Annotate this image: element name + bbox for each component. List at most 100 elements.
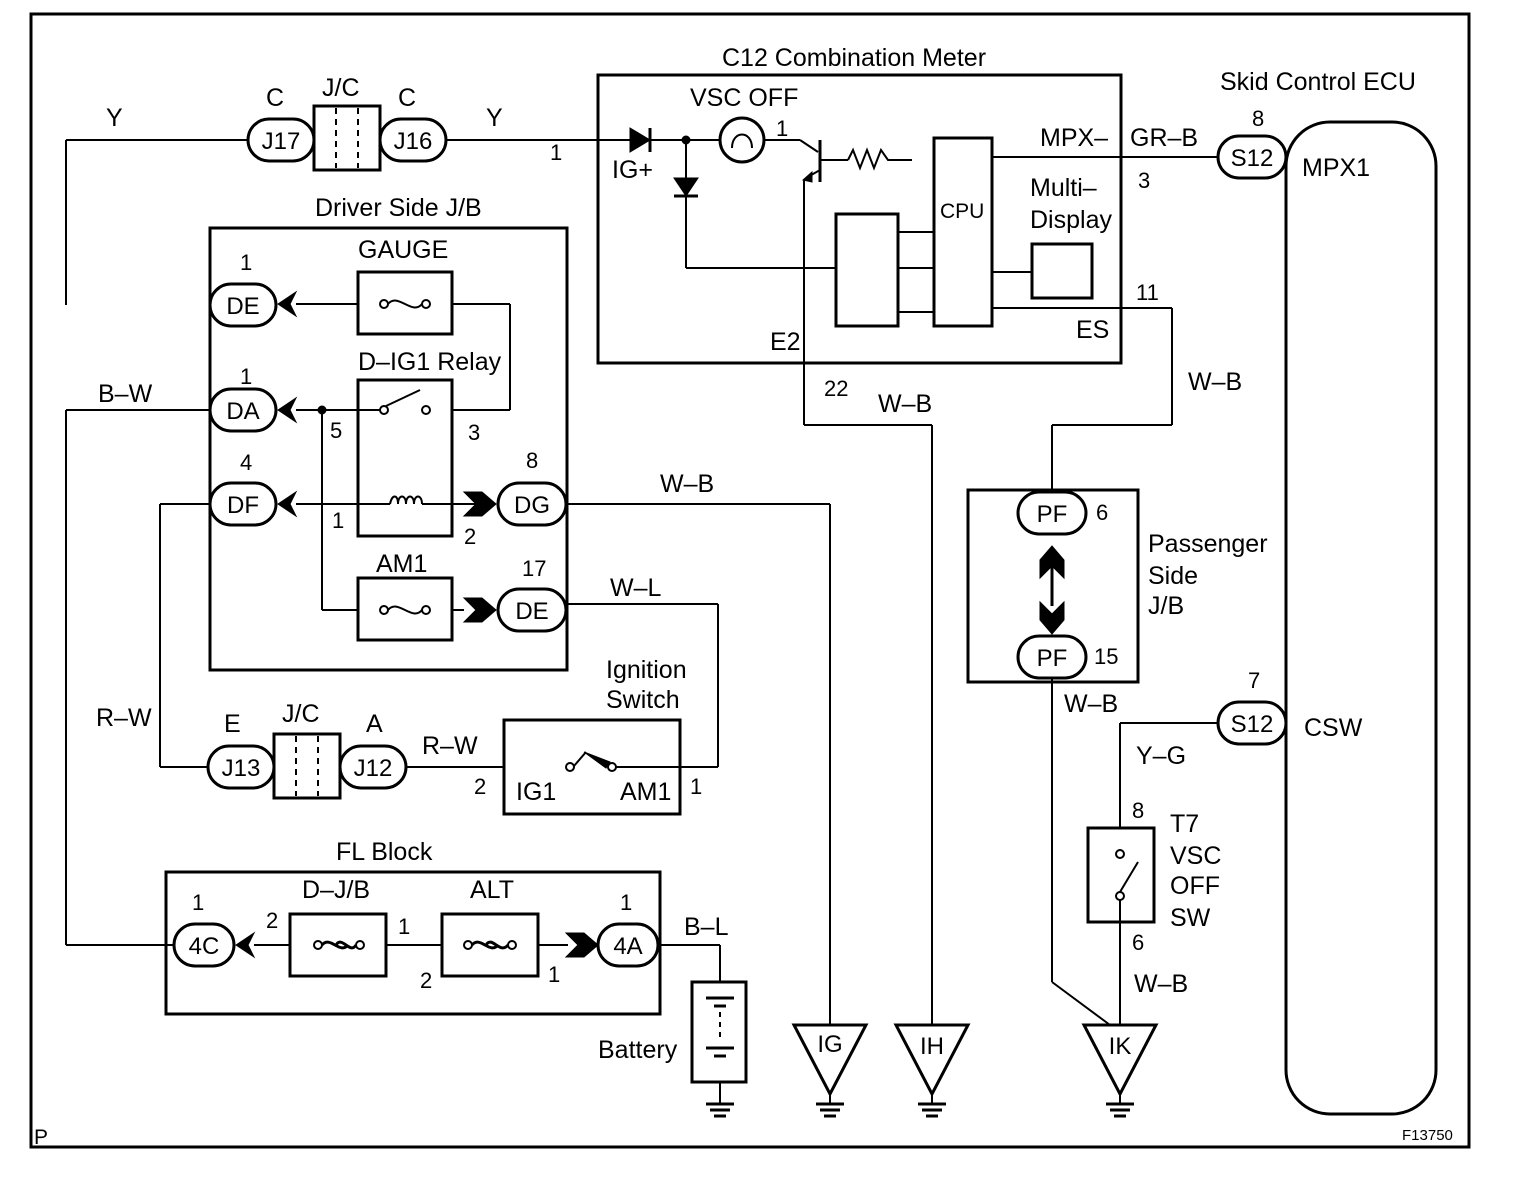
connector-da-label: DA [226, 398, 259, 425]
e2-label: E2 [770, 328, 801, 356]
j13-letter: E [224, 710, 241, 738]
connector-pf-top-label: PF [1037, 501, 1068, 528]
connector-de-gauge [208, 282, 278, 328]
4c-pin: 1 [192, 890, 204, 915]
wire-color-w-b-pf: W–B [1064, 690, 1118, 718]
vsc-off-label: VSC OFF [690, 84, 798, 112]
mpx1-label: MPX1 [1302, 154, 1370, 182]
alt-label: ALT [470, 876, 514, 904]
connector-s12-top-label: S12 [1231, 145, 1274, 172]
wire-color-b-w: B–W [98, 380, 153, 408]
connector-s12-top [1216, 134, 1288, 180]
t7-label-1: T7 [1170, 810, 1199, 838]
wire-color-r-w-mid: R–W [422, 732, 478, 760]
ig-plus-label: IG+ [612, 156, 653, 184]
e2-pin: 22 [824, 376, 848, 401]
am1-out-pin: 1 [690, 774, 702, 799]
connector-j13-label: J13 [222, 755, 261, 782]
t7-label-3: OFF [1170, 872, 1220, 900]
connector-4a-label: 4A [613, 933, 642, 960]
connector-4c-label: 4C [189, 933, 220, 960]
alt-pin-1: 1 [548, 962, 560, 987]
ignition-switch-label-2: Switch [606, 686, 680, 714]
cpu-label: CPU [940, 200, 984, 223]
wire-color-w-l: W–L [610, 574, 662, 602]
passenger-jb-label-2: Side [1148, 562, 1198, 590]
relay-pin-3: 3 [468, 420, 480, 445]
4a-pin: 1 [620, 890, 632, 915]
skid-ecu-label: Skid Control ECU [1220, 68, 1416, 96]
connector-pf-bottom-label: PF [1037, 645, 1068, 672]
battery: Battery [598, 980, 748, 1118]
wire-color-r-w-left: R–W [96, 704, 152, 732]
de-am1-pin: 17 [522, 556, 546, 581]
wire-color-b-l: B–L [684, 913, 729, 941]
relay-pin-1: 1 [332, 508, 344, 533]
relay-pin-5: 5 [330, 418, 342, 443]
jc-bottom-label: J/C [282, 700, 320, 728]
wire-color-y-g: Y–G [1136, 742, 1186, 770]
connector-s12-bottom-label: S12 [1231, 711, 1274, 738]
multi-display-label-1: Multi– [1030, 174, 1097, 202]
j16-letter: C [398, 84, 416, 112]
wire-color-gr-b: GR–B [1130, 124, 1198, 152]
pf-bottom-pin: 15 [1094, 644, 1118, 669]
gauge-label: GAUGE [358, 236, 448, 264]
alt-pin-2: 2 [420, 968, 432, 993]
am1-switch-label: AM1 [620, 778, 671, 806]
ground-ik: IK [1081, 1023, 1159, 1118]
ignition-switch-label-1: Ignition [606, 656, 687, 684]
pf-top-pin: 6 [1096, 500, 1108, 525]
jc-top-label: J/C [322, 74, 360, 102]
dig1-relay-label: D–IG1 Relay [358, 348, 502, 376]
ground-ih: 22 W–B IH [804, 376, 971, 1118]
csw-label: CSW [1304, 714, 1363, 742]
wire-color-w-b-sw: W–B [1134, 970, 1188, 998]
s12-bottom-pin: 7 [1248, 668, 1260, 693]
ig1-label: IG1 [516, 778, 556, 806]
top-junction: Y C J17 J/C C J16 Y 1 [65, 74, 630, 305]
connector-pf-top [1016, 490, 1088, 536]
switch-pin-8: 8 [1132, 798, 1144, 823]
connector-df-label: DF [227, 492, 259, 519]
driver-side-jb: Driver Side J/B GAUGE 1 DE D–IG1 Relay 5… [208, 194, 569, 672]
connector-j16-label: J16 [394, 128, 433, 155]
j12-letter: A [366, 710, 383, 738]
ground-ig-label: IG [817, 1031, 842, 1058]
am1-fuse-label: AM1 [376, 550, 427, 578]
djb-label: D–J/B [302, 876, 370, 904]
es-label: ES [1076, 316, 1109, 344]
vsc-off-switch: Y–G 8 T7 VSC OFF SW 6 W–B [1086, 722, 1221, 1025]
connector-j12-label: J12 [354, 755, 393, 782]
connector-de-am1-label: DE [515, 598, 548, 625]
combination-meter-label: C12 Combination Meter [722, 44, 986, 72]
fl-block: FL Block 1 4C 2 D–J/B 1 2 ALT 1 1 4A B–L [66, 838, 729, 1016]
wire-color-w-b-dg: W–B [660, 470, 714, 498]
mpx-minus-label: MPX– [1040, 124, 1108, 152]
connector-de-gauge-label: DE [226, 293, 259, 320]
t7-label-2: VSC [1170, 842, 1221, 870]
driver-jb-label: Driver Side J/B [315, 194, 482, 222]
ig1-in-pin: 2 [474, 774, 486, 799]
diagram-frame [29, 12, 1471, 1149]
djb-pin-1: 1 [398, 914, 410, 939]
dg-pin: 8 [526, 448, 538, 473]
connector-j17-label: J17 [262, 128, 301, 155]
ground-ig: IG [791, 1023, 869, 1118]
driver-jb-wiring: B–W R–W W–B W–L [65, 380, 831, 1025]
j17-letter: C [266, 84, 284, 112]
passenger-side-jb: W–B PF 6 PF 15 Passenger Side J/B W–B [966, 308, 1268, 1026]
es-pin: 11 [1136, 280, 1159, 305]
combination-meter: C12 Combination Meter IG+ VSC OFF 1 CPU … [596, 44, 1172, 425]
wire-color-w-b-e2: W–B [878, 390, 932, 418]
multi-display-label-2: Display [1030, 206, 1112, 234]
wire-color-y-left: Y [106, 104, 123, 132]
relay-pin-2: 2 [464, 524, 476, 549]
passenger-jb-label-1: Passenger [1148, 530, 1268, 558]
fl-block-label: FL Block [336, 838, 433, 866]
ground-ik-label: IK [1109, 1033, 1132, 1060]
mpx1-pin: 3 [1138, 168, 1150, 193]
s12-top-pin: 8 [1252, 106, 1264, 131]
ignition-section: E J13 J/C A J12 R–W 2 Ignition Switch IG… [160, 656, 718, 816]
